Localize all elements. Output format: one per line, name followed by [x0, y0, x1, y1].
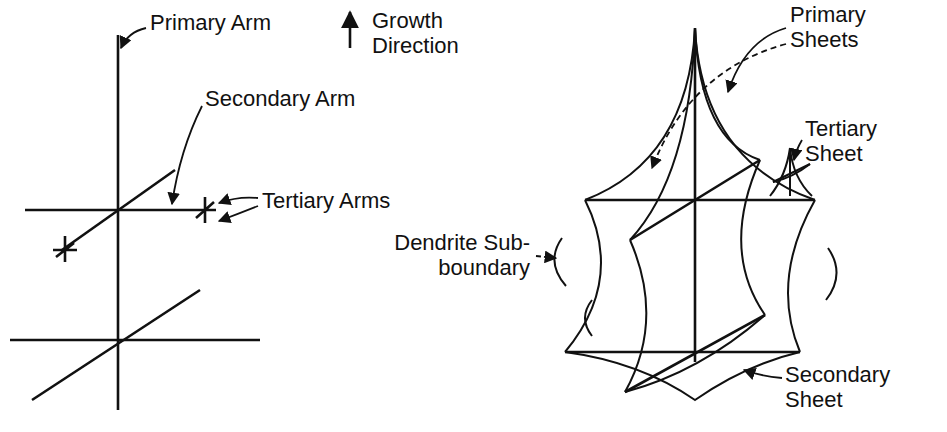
part-label: Primary Arm: [150, 10, 271, 35]
arm-line: [585, 199, 815, 202]
sheet-edge: [788, 200, 815, 352]
part-label: Secondary Sheet: [785, 362, 925, 413]
sheet-edge: [741, 160, 765, 315]
secondary-arm-line: [62, 170, 175, 250]
secondary-arm-line: [32, 290, 200, 400]
tertiary-cross: [196, 197, 216, 223]
sheet-edge: [565, 200, 601, 352]
spine-line: [694, 28, 697, 362]
primary-arm-line: [117, 35, 120, 410]
leader-line: [652, 44, 786, 168]
growth-arrow: [349, 12, 352, 48]
sheet-edge: [625, 315, 765, 392]
sheet-curves: [554, 28, 836, 400]
leader-line: [121, 28, 146, 48]
part-label: Primary Sheets: [790, 2, 900, 53]
part-label: Tertiary Arms: [262, 188, 390, 213]
sub-boundary-curve: [585, 300, 592, 336]
leader-line: [219, 206, 258, 221]
arm-line: [565, 351, 800, 354]
direction-label: Growth Direction: [372, 8, 492, 59]
sheet-edge: [630, 28, 695, 240]
leader-line: [744, 370, 782, 378]
sheet-edge: [565, 352, 800, 400]
leader-line: [172, 106, 202, 204]
leader-line: [219, 198, 258, 203]
leader-lines: [536, 28, 802, 378]
leader-line: [794, 140, 802, 160]
sub-boundary-curve: [554, 238, 566, 286]
secondary-arm-line: [10, 339, 260, 342]
sheet-edge: [695, 28, 760, 160]
leader-line: [536, 256, 556, 258]
part-label: Dendrite Sub-boundary: [380, 230, 530, 281]
sheet-dendrite: [565, 28, 815, 392]
part-label: Tertiary Sheet: [805, 116, 925, 167]
leader-lines: [121, 28, 258, 221]
sheet-edge: [585, 28, 695, 200]
part-label: Secondary Arm: [205, 86, 355, 111]
tertiary-cross: [53, 236, 77, 262]
leader-line: [728, 28, 786, 92]
arm-line: [630, 160, 760, 240]
sub-boundary-curve: [826, 248, 837, 300]
